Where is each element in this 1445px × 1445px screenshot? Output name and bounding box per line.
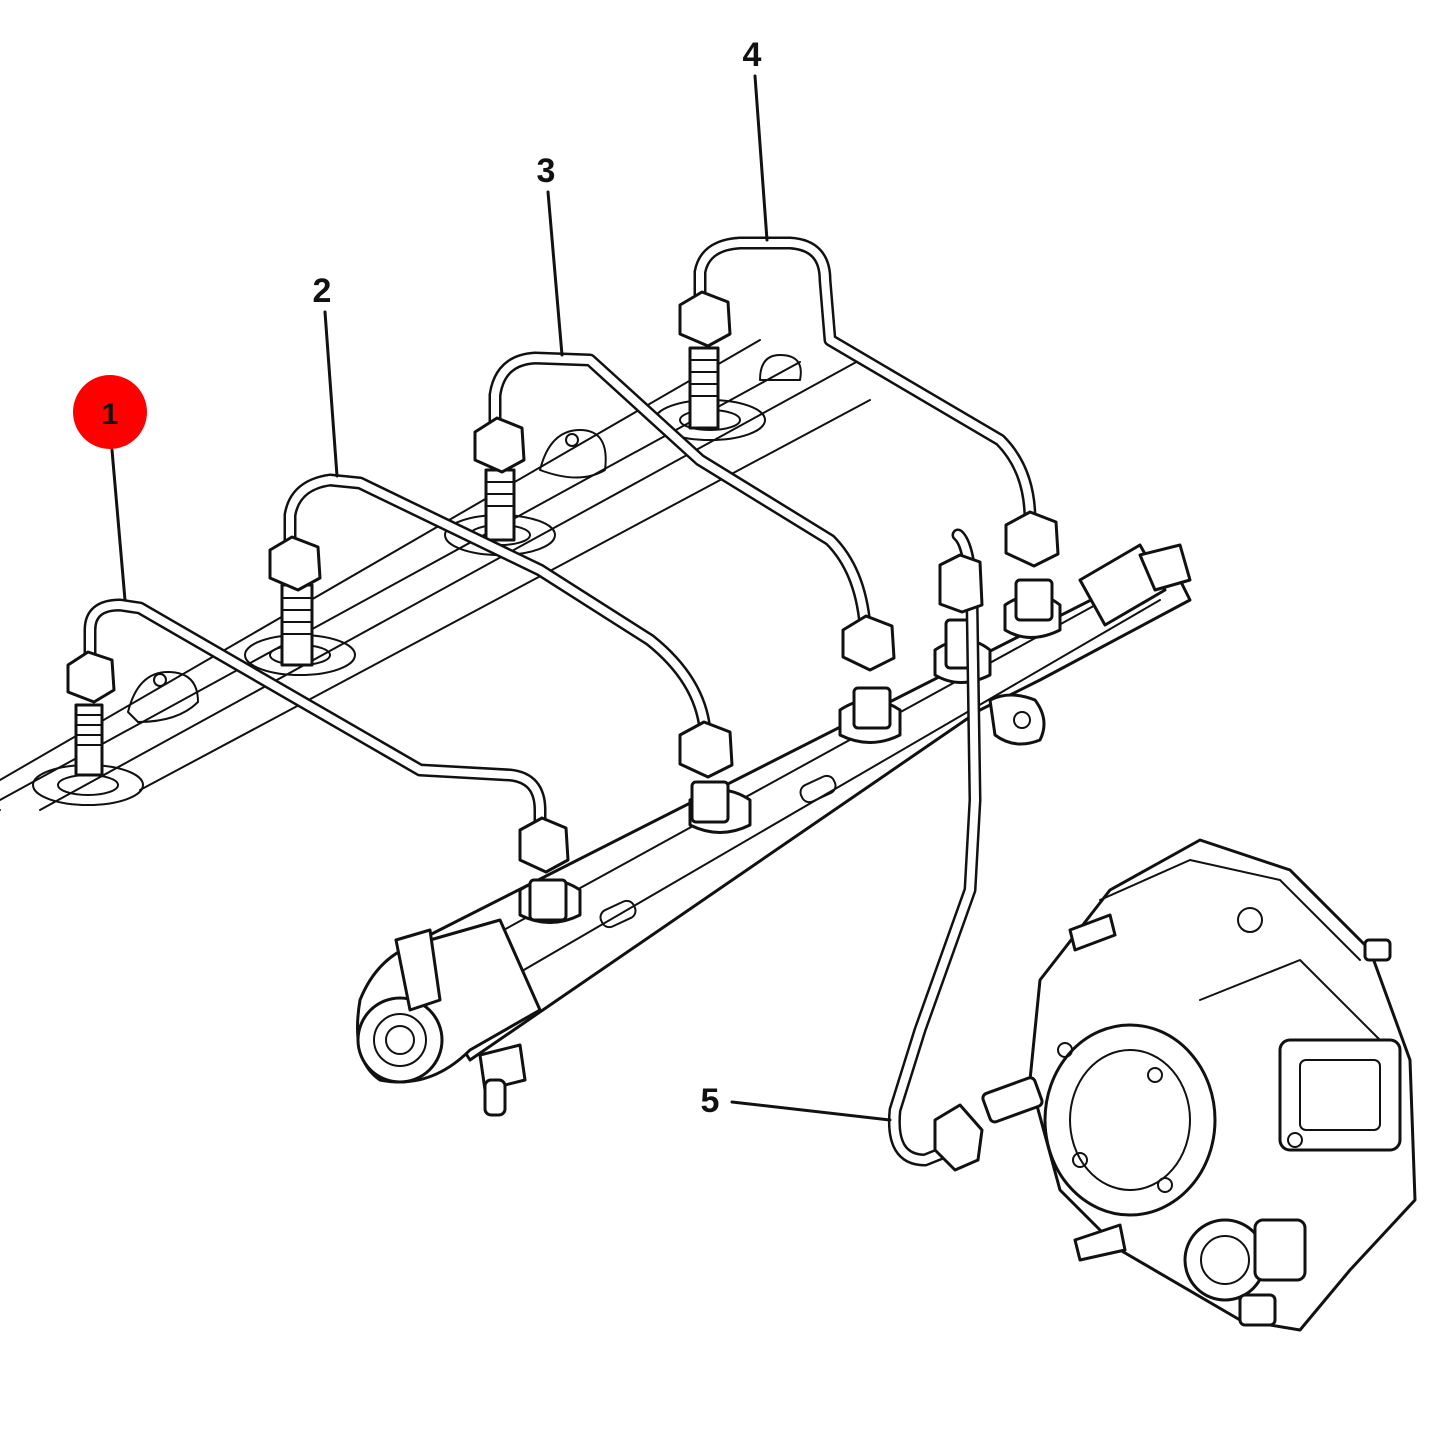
callout-5-label: 5	[701, 1082, 720, 1120]
leader-3	[546, 190, 564, 357]
callout-4-label: 4	[743, 36, 762, 74]
callout-4[interactable]: 4	[743, 36, 762, 74]
leader-1	[110, 448, 127, 602]
high-pressure-pump	[981, 838, 1417, 1332]
pipe-5	[887, 528, 984, 1172]
callout-3[interactable]: 3	[537, 152, 556, 190]
pipe-5-nut-pump	[933, 1103, 984, 1172]
pipe-5-nut-rail	[938, 553, 984, 614]
callout-1[interactable]: 1	[73, 375, 147, 449]
pipe-4-nut-rail	[1004, 510, 1060, 568]
callout-leaders	[110, 74, 892, 1122]
callout-2[interactable]: 2	[313, 272, 332, 310]
callout-2-label: 2	[313, 272, 332, 310]
leader-2	[323, 310, 339, 478]
callout-1-label: 1	[102, 398, 119, 431]
leader-4	[753, 74, 769, 242]
pipe-4	[678, 236, 1060, 568]
callout-3-label: 3	[537, 152, 556, 190]
pipe-1	[66, 598, 570, 874]
pipe-2	[268, 473, 734, 779]
common-rail	[356, 543, 1192, 1117]
leader-5	[730, 1100, 892, 1122]
injector-studs	[74, 346, 720, 777]
pipe-3	[473, 351, 896, 672]
callout-1-highlight-badge	[73, 375, 147, 449]
pipe-3-nut-rail	[841, 614, 896, 672]
callout-5[interactable]: 5	[701, 1082, 720, 1120]
pipe-2-nut-rail	[678, 720, 734, 779]
pipe-1-nut-injector	[66, 650, 116, 704]
pipe-1-nut-rail	[518, 816, 570, 874]
pipe-4-nut-injector	[678, 290, 732, 348]
pipe-3-nut-injector	[473, 416, 526, 474]
pipe-2-nut-injector	[268, 535, 322, 592]
cylinder-head-strip	[0, 339, 871, 811]
